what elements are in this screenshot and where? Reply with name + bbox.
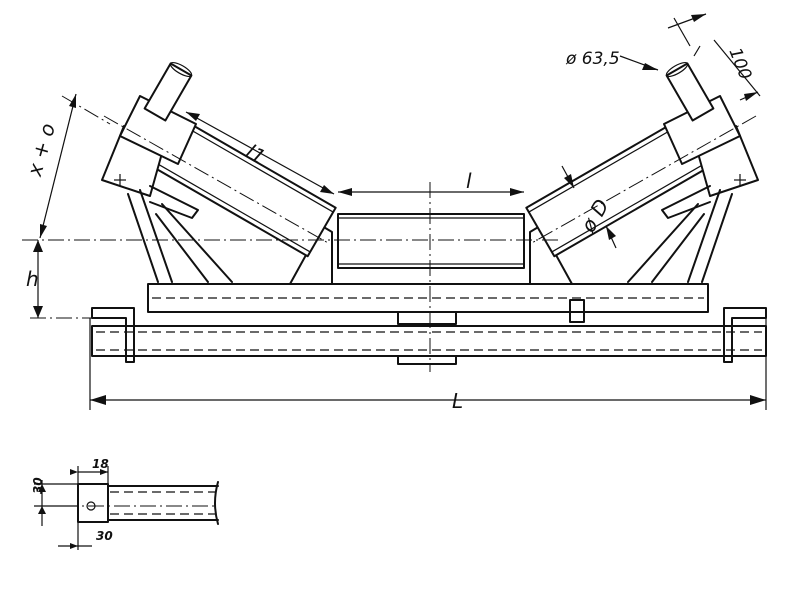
right-bracket (627, 61, 759, 283)
label-100: 100 (724, 45, 755, 83)
detail-view: 18 30 30 (31, 457, 219, 550)
base-frame (91, 283, 767, 365)
label-detail-30-h: 30 (96, 529, 113, 543)
label-x-plus-o: x + o (22, 121, 60, 180)
label-l: l (466, 169, 472, 193)
label-detail-30-v: 30 (31, 477, 45, 494)
label-h: h (26, 267, 39, 291)
label-detail-18: 18 (92, 457, 109, 471)
label-dia-63-5: ø 63,5 (565, 49, 620, 69)
dim-h: h (26, 240, 43, 318)
dim-63-5: ø 63,5 (565, 45, 701, 71)
left-bracket (101, 61, 233, 283)
label-L: L (452, 389, 463, 413)
center-lines (22, 95, 757, 372)
dim-l: l (338, 169, 524, 196)
dim-L: L (89, 318, 767, 413)
dim-x-plus-o: x + o (22, 93, 77, 239)
center-roller (289, 213, 573, 285)
